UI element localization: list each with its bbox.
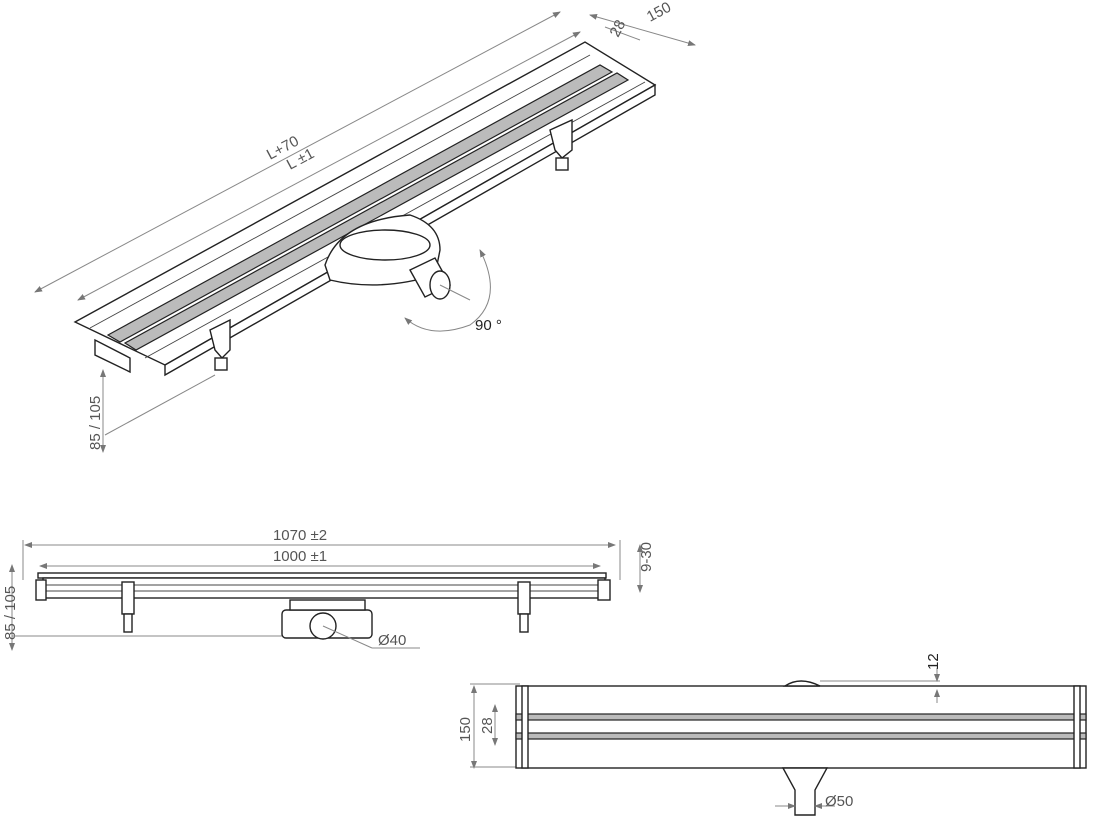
- label-rotation: 90 °: [475, 317, 502, 334]
- dim-line-overall-width: [589, 14, 696, 46]
- dim-extension: [104, 374, 216, 436]
- label-overall-width: 150: [457, 717, 474, 742]
- label-overall-length: 1070 ±2: [273, 527, 327, 544]
- outlet-top: [782, 680, 821, 687]
- label-overall-width: 150: [644, 0, 674, 26]
- outlet-pipe: [781, 767, 829, 816]
- label-grate-width: 28: [479, 717, 496, 734]
- end-cap-left: [94, 338, 131, 374]
- leg-foot: [519, 613, 529, 633]
- side-view: 1070 ±2 1000 ±1 9-30 85 / 105 Ø40: [2, 527, 655, 651]
- label-grate-length: 1000 ±1: [273, 548, 327, 565]
- dim-line-grate-length: [77, 31, 581, 301]
- label-offset: 12: [925, 653, 942, 670]
- label-grate-width: 28: [607, 17, 630, 40]
- leg-foot: [555, 157, 569, 171]
- leg: [209, 318, 231, 360]
- leg: [517, 581, 531, 615]
- grate-strip-1: [106, 64, 614, 343]
- grate-strip-2: [123, 72, 630, 351]
- grate-strip-1: [515, 713, 1087, 721]
- grate-strip-2: [515, 732, 1087, 740]
- dim-line-grate-width: [604, 26, 641, 41]
- leg-foot: [214, 357, 228, 371]
- isometric-view: L+70 L ±1 28 150 90 ° 85 / 105: [34, 0, 696, 453]
- leg: [121, 581, 135, 615]
- label-height-range: 85 / 105: [87, 396, 104, 450]
- leg: [549, 118, 573, 159]
- label-outlet-diameter: Ø40: [378, 632, 406, 649]
- leg-foot: [123, 613, 133, 633]
- rotation-arrow-icon: [404, 249, 491, 332]
- grate: [37, 572, 607, 579]
- label-height-range: 85 / 105: [2, 586, 19, 640]
- label-tile-height: 9-30: [638, 542, 655, 572]
- label-outlet-diameter: Ø50: [825, 793, 853, 810]
- top-view: 150 28 Ø50 12: [457, 653, 1087, 816]
- channel: [515, 685, 1087, 769]
